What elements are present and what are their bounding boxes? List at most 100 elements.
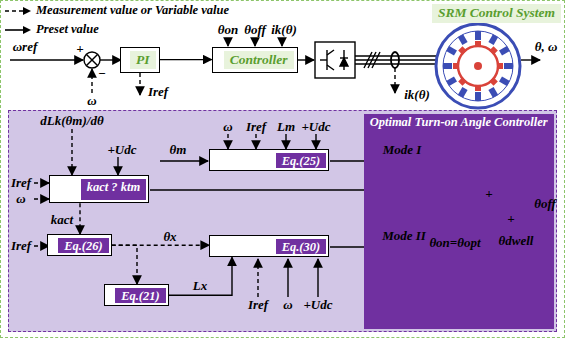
signal-label: ω	[16, 192, 25, 206]
block-label: kact ? ktm	[81, 179, 146, 200]
phase-wires	[355, 52, 437, 68]
signal-label: ik(θ)	[271, 23, 297, 37]
equation-box: Eq.(30)	[209, 235, 329, 257]
stator-tooth	[458, 34, 468, 45]
legend-arrowhead	[23, 26, 31, 34]
signal-label: Iref	[248, 298, 268, 312]
stator-tooth	[499, 46, 510, 56]
controller-panel: Optimal Turn-on Angle ControllerEq.(25)k…	[8, 110, 557, 332]
signal-label: Iref	[11, 239, 31, 253]
legend-line-sample	[4, 3, 32, 19]
summing-junction	[87, 55, 98, 66]
signal-wire	[281, 38, 282, 46]
stator-tooth	[475, 92, 481, 101]
stator-tooth	[475, 31, 481, 40]
signal-label: +	[507, 212, 514, 226]
block-label: Eq.(25)	[276, 153, 327, 168]
phase-wires	[368, 52, 376, 68]
signal-label: +Udc	[303, 298, 332, 312]
measured-wire	[34, 182, 49, 183]
panel-fill	[8, 110, 557, 332]
inverter-symbol	[327, 50, 334, 55]
signal-connector	[169, 257, 232, 295]
signal-wire	[315, 134, 316, 149]
signal-label: θm	[170, 143, 187, 157]
rotor-tooth	[497, 63, 503, 69]
signal-wire	[10, 59, 83, 60]
equation-box: Eq.(21)	[104, 284, 169, 306]
phase-wires	[355, 63, 437, 64]
rotor-tooth	[453, 63, 459, 69]
summing-junction	[84, 52, 100, 68]
signal-label: Iref	[11, 176, 31, 190]
signal-label: Iref	[148, 85, 168, 99]
inverter-symbol	[315, 42, 355, 78]
equation-box: Eq.(25)	[209, 149, 329, 171]
stator-tooth	[446, 76, 457, 86]
stator-tooth	[504, 63, 513, 69]
legend-line-sample	[4, 22, 32, 38]
block-label: PI	[130, 51, 156, 70]
legend-entry: Preset value	[4, 22, 99, 38]
signal-wire	[317, 259, 318, 297]
measured-wire	[139, 73, 140, 95]
signal-label: ik(θ)	[404, 88, 430, 102]
srm-motor	[443, 31, 513, 101]
signal-label: θ, ω	[535, 40, 558, 54]
block-label: Controller	[224, 51, 294, 70]
signal-connector	[79, 203, 80, 234]
inverter-symbol	[343, 50, 344, 70]
signal-label: dLk(θm)/dθ	[40, 114, 103, 128]
stator-tooth	[488, 34, 498, 45]
measured-wire	[227, 134, 228, 149]
rotor-tooth	[458, 77, 466, 85]
signal-label: θoff	[534, 197, 556, 211]
stator-tooth	[458, 87, 468, 98]
signal-label: Iref	[246, 120, 266, 134]
block-label: Eq.(26)	[58, 238, 109, 253]
signal-wire	[160, 160, 208, 161]
measured-wire	[71, 129, 72, 175]
measured-wire	[257, 259, 258, 297]
signal-label: −	[98, 67, 106, 81]
comparison-box: kact ? ktm	[49, 175, 149, 203]
signal-label: ω	[283, 298, 292, 312]
signal-label: Mode I	[383, 143, 422, 157]
phase-wires	[391, 52, 399, 68]
measured-wire	[34, 198, 49, 199]
stator-tooth	[443, 63, 452, 69]
signal-wire	[285, 134, 286, 149]
signal-label: Mode II	[382, 229, 426, 243]
signal-label: +Udc	[301, 120, 330, 134]
signal-label: +	[485, 187, 492, 201]
rotor-tooth	[475, 41, 481, 47]
signal-label: +Udc	[107, 143, 136, 157]
rotor-tooth	[489, 46, 497, 54]
signal-wire	[298, 59, 314, 60]
srm-motor	[474, 62, 482, 70]
signal-wire	[287, 259, 288, 297]
block-label: Eq.(21)	[115, 288, 166, 303]
rotor-tooth	[489, 77, 497, 85]
phase-wires	[355, 55, 437, 56]
stator-tooth	[499, 76, 510, 86]
srm-motor	[458, 46, 498, 86]
signal-wire	[227, 38, 228, 46]
signal-label: θoff	[244, 23, 266, 37]
signal-label: θon=θopt	[429, 236, 480, 250]
controller-block: Controller	[212, 47, 298, 73]
signal-connector	[160, 59, 212, 60]
summing-junction	[87, 55, 98, 66]
measured-wire	[394, 68, 395, 93]
inverter-symbol	[327, 65, 334, 70]
signal-label: ω	[223, 120, 232, 134]
measured-wire	[255, 134, 256, 149]
signal-label: kact	[50, 213, 74, 227]
signal-label: Lm	[277, 120, 295, 134]
stator-tooth	[446, 46, 457, 56]
pi-block: PI	[120, 47, 160, 73]
signal-label: ωref	[13, 40, 38, 54]
signal-label: Lx	[192, 279, 208, 293]
panel-title: SRM Control System	[432, 4, 561, 23]
